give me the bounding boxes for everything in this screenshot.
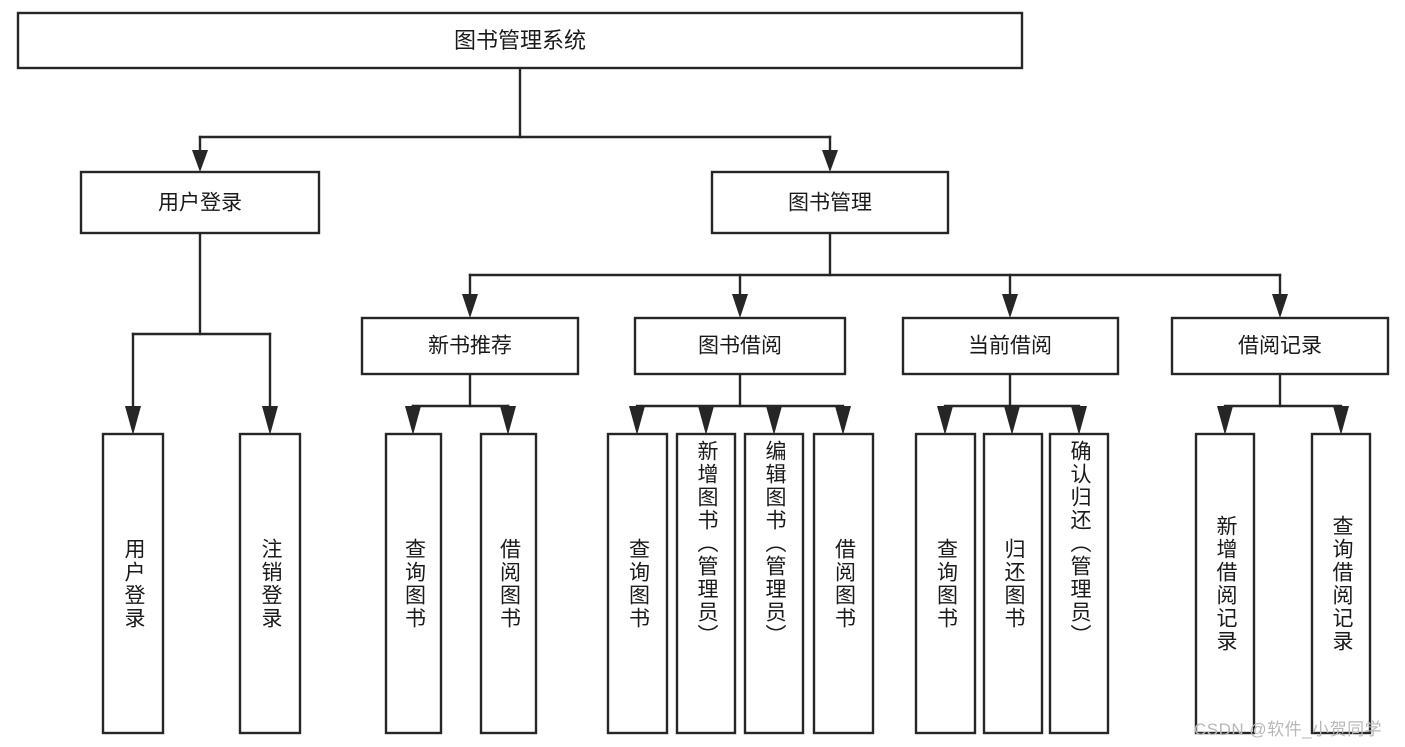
leaf-box-current-query[interactable] [914,432,977,735]
node-book-borrow-label: 图书借阅 [698,335,782,358]
connectors-book-manage-to-level3 [462,231,1288,318]
node-borrow-record-label: 借阅记录 [1238,335,1322,358]
arrow-head-leaf-user-login [125,406,141,435]
arrow-head-leaf-logout [262,406,278,435]
leaf-box-borrow-edit[interactable] [743,432,805,735]
node-new-book-recommend[interactable]: 新书推荐 [360,316,580,376]
arrow-head-bookborrow-leaf-2 [698,406,714,435]
arrow-head-book-borrow [732,294,748,318]
node-borrow-record[interactable]: 借阅记录 [1170,316,1390,376]
watermark: CSDN @软件_小贺同学 [1194,720,1383,739]
node-user-login[interactable]: 用户登录 [79,170,321,235]
leaf-boxes [101,432,1372,735]
arrow-head-bookborrow-leaf-3 [766,406,782,435]
leaf-box-borrow-add[interactable] [675,432,737,735]
leaf-box-user-login[interactable] [101,432,165,735]
leaf-box-logout[interactable] [238,432,302,735]
leaf-box-newbook-query[interactable] [384,432,443,735]
arrow-head-borrow-record [1272,294,1288,318]
node-current-borrow-label: 当前借阅 [968,335,1052,358]
connectors-book-borrow-to-leaves [629,372,851,435]
leaf-box-borrow-lend[interactable] [812,432,875,735]
leaf-box-newbook-borrow[interactable] [479,432,538,735]
connectors-new-book-to-leaves [405,372,516,435]
node-root-label: 图书管理系统 [454,28,586,53]
connectors-root-to-level2 [192,66,838,172]
arrow-head-bookborrow-leaf-4 [835,406,851,435]
node-new-book-recommend-label: 新书推荐 [428,335,512,358]
node-root-box[interactable] [16,11,1024,70]
arrow-head-borrowrecord-leaf-2 [1333,406,1349,435]
arrow-head-current-borrow [1002,294,1018,318]
node-user-login-label: 用户登录 [158,192,242,215]
arrow-head-book-manage [822,150,838,172]
node-new-book-recommend-box[interactable] [360,316,580,376]
node-book-borrow-box[interactable] [633,316,847,376]
arrow-head-newbook-leaf-1 [405,406,421,435]
connectors-borrow-record-to-leaves [1217,372,1349,435]
leaf-box-record-query[interactable] [1310,432,1372,735]
arrow-head-newbook-leaf-2 [500,406,516,435]
node-book-manage-box[interactable] [710,170,950,235]
arrow-head-currentborrow-leaf-2 [1004,406,1020,435]
connectors-user-login-to-leaves [125,231,278,435]
node-borrow-record-box[interactable] [1170,316,1390,376]
leaf-box-record-add[interactable] [1194,432,1256,735]
leaf-box-current-confirm[interactable] [1048,432,1110,735]
connectors-current-borrow-to-leaves [937,372,1087,435]
arrow-head-new-book [462,294,478,318]
node-current-borrow-box[interactable] [901,316,1120,376]
node-book-manage-label: 图书管理 [788,192,872,215]
node-book-manage[interactable]: 图书管理 [710,170,950,235]
node-root[interactable]: 图书管理系统 [16,11,1024,70]
leaf-box-current-return[interactable] [982,432,1044,735]
arrow-head-currentborrow-leaf-3 [1071,406,1087,435]
arrow-head-bookborrow-leaf-1 [629,406,645,435]
node-current-borrow[interactable]: 当前借阅 [901,316,1120,376]
arrow-head-user-login [192,150,208,172]
arrow-head-borrowrecord-leaf-1 [1217,406,1233,435]
node-book-borrow[interactable]: 图书借阅 [633,316,847,376]
leaf-box-borrow-query[interactable] [606,432,669,735]
arrow-head-currentborrow-leaf-1 [937,406,953,435]
node-user-login-box[interactable] [79,170,321,235]
